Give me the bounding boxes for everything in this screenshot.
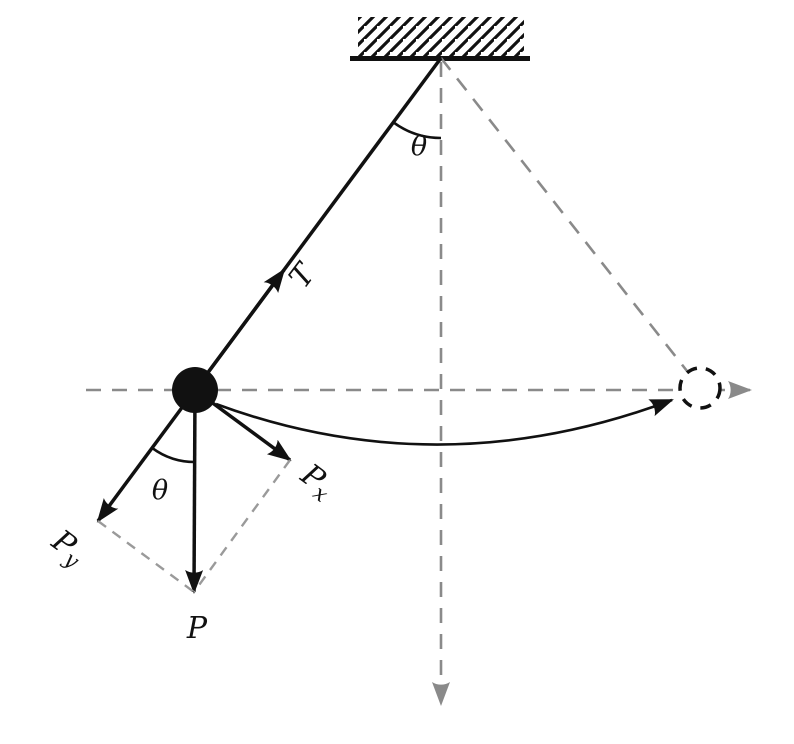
py-label: Py xyxy=(43,523,93,574)
weight-label: P xyxy=(186,611,208,646)
tension-vector xyxy=(193,268,286,392)
pendulum-bob xyxy=(172,367,218,413)
angle-arc-bottom xyxy=(151,446,196,464)
extreme-position-line xyxy=(439,57,689,372)
ghost-bob xyxy=(678,366,722,410)
swing-arc xyxy=(215,398,674,446)
angle-label-bottom: θ xyxy=(152,475,168,506)
ceiling-hatch xyxy=(358,17,524,57)
parallelogram-edge-right xyxy=(193,459,291,593)
px-label: Px xyxy=(292,457,341,507)
py-vector xyxy=(96,388,197,523)
angle-arc-top xyxy=(392,121,442,140)
parallelogram-edge-left xyxy=(97,520,195,593)
weight-vector xyxy=(185,389,204,594)
angle-label-top: θ xyxy=(411,131,427,162)
